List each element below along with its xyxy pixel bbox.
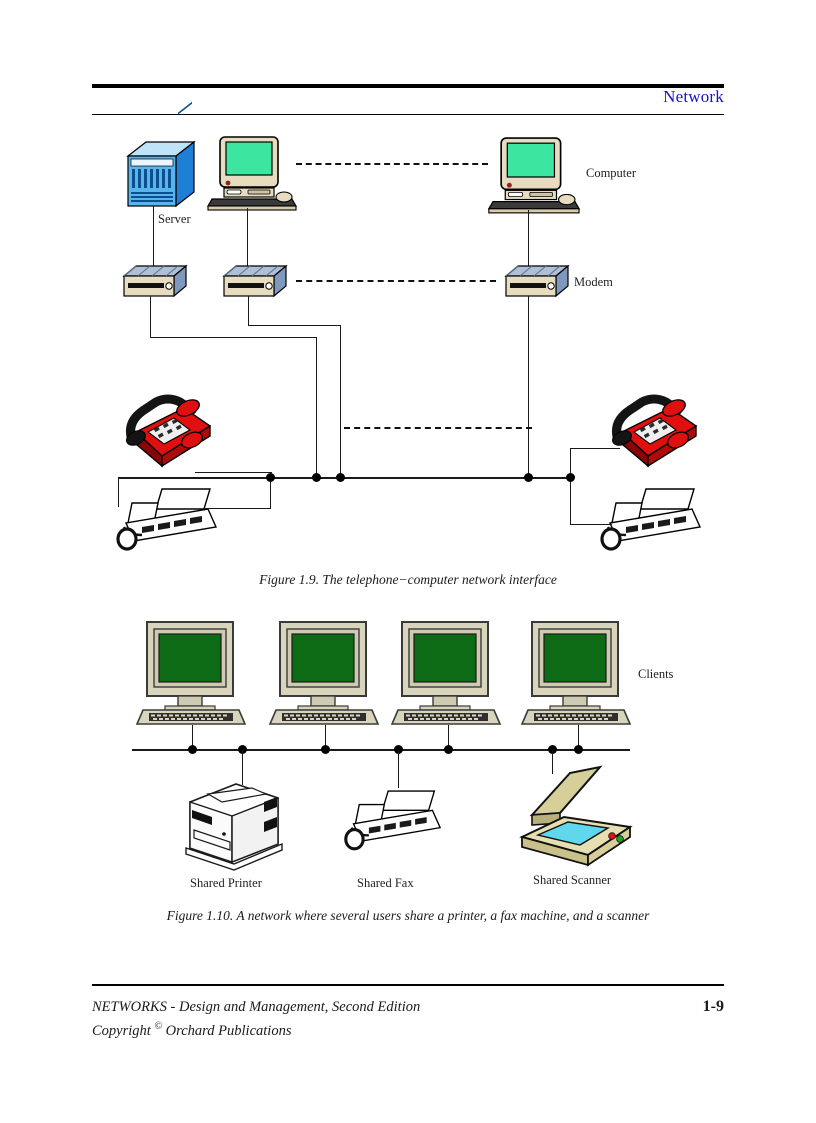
modem-icon bbox=[504, 264, 570, 302]
wire-client-3-to-bus bbox=[448, 725, 450, 750]
footer-text: NETWORKS - Design and Management, Second… bbox=[92, 998, 420, 1041]
wire-phone-right-run bbox=[570, 448, 620, 450]
bus-node bbox=[574, 745, 583, 754]
bus-node bbox=[312, 473, 321, 482]
wire-bus-to-fax bbox=[398, 750, 400, 788]
copyright-symbol: © bbox=[154, 1021, 163, 1032]
wire-modem1-drop bbox=[150, 296, 152, 338]
bus-node bbox=[548, 745, 557, 754]
header-rule-bottom bbox=[92, 114, 724, 116]
wire-fax-right-to-bus bbox=[570, 478, 572, 525]
lan-bus bbox=[132, 749, 630, 752]
bus-node bbox=[394, 745, 403, 754]
label-shared-scanner: Shared Scanner bbox=[533, 873, 612, 887]
wire-modem2-to-bus bbox=[340, 325, 342, 478]
footer-line-1: NETWORKS - Design and Management, Second… bbox=[92, 999, 421, 1015]
dashed-link-modems bbox=[296, 280, 496, 282]
header-rule-top bbox=[92, 84, 724, 88]
client-computer-icon bbox=[268, 620, 384, 728]
bus-node bbox=[238, 745, 247, 754]
bus-node bbox=[336, 473, 345, 482]
bus-node bbox=[524, 473, 533, 482]
label-server: Server bbox=[158, 212, 191, 226]
wire-bus-left-end bbox=[118, 477, 120, 507]
copyright-word: Copyright bbox=[92, 1022, 155, 1039]
client-computer-icon bbox=[390, 620, 506, 728]
red-telephone-icon bbox=[122, 392, 214, 468]
fax-machine-icon bbox=[596, 487, 704, 551]
label-computer: Computer bbox=[586, 166, 636, 180]
desktop-computer-icon bbox=[486, 136, 586, 218]
fax-machine-icon bbox=[112, 487, 220, 551]
dashed-link-computers bbox=[296, 163, 488, 165]
wire-client-4-to-bus bbox=[578, 725, 580, 750]
publisher-name: Orchard Publications bbox=[162, 1022, 292, 1039]
wire-modem1-to-bus bbox=[316, 337, 318, 478]
modem-icon bbox=[122, 264, 188, 302]
wire-bus-to-printer bbox=[242, 750, 244, 785]
server-tower-icon bbox=[120, 101, 196, 210]
bus-node bbox=[188, 745, 197, 754]
footer-rule bbox=[92, 984, 724, 986]
client-computer-icon bbox=[135, 620, 251, 728]
desktop-computer-icon bbox=[206, 135, 302, 215]
wire-phone-right-to-bus bbox=[570, 448, 572, 480]
wire-fax-left-run bbox=[204, 508, 271, 510]
fax-machine-icon bbox=[340, 788, 444, 851]
bus-node bbox=[266, 473, 275, 482]
wire-modem2-drop bbox=[248, 296, 250, 326]
wire-client-1-to-bus bbox=[192, 725, 194, 750]
wire-client-2-to-bus bbox=[325, 725, 327, 750]
wire-fax-right-run bbox=[570, 524, 612, 526]
label-shared-printer: Shared Printer bbox=[190, 876, 262, 890]
flatbed-scanner-icon bbox=[508, 765, 638, 869]
wire-modem2-run bbox=[248, 325, 341, 327]
bus-node bbox=[444, 745, 453, 754]
page-header-title: Network bbox=[663, 87, 724, 106]
wire-phone-left-run bbox=[195, 472, 272, 474]
figure-1-10-caption: Figure 1.10. A network where several use… bbox=[166, 908, 650, 923]
dashed-link-telephones bbox=[344, 427, 532, 429]
label-shared-fax: Shared Fax bbox=[357, 876, 414, 890]
wire-server-to-modem bbox=[153, 206, 155, 268]
laser-printer-icon bbox=[178, 778, 284, 871]
wire-computer-to-modem-left bbox=[247, 208, 249, 268]
red-telephone-icon bbox=[608, 392, 700, 468]
wire-modem3-to-bus bbox=[528, 296, 530, 478]
label-clients: Clients bbox=[638, 667, 674, 681]
bus-node bbox=[566, 473, 575, 482]
wire-modem1-run bbox=[150, 337, 317, 339]
telephone-network-bus bbox=[118, 477, 573, 480]
page-number: 1-9 bbox=[702, 998, 724, 1015]
wire-fax-left-to-bus bbox=[270, 478, 272, 509]
wire-bus-to-scanner bbox=[552, 750, 554, 774]
wire-computer-to-modem-right bbox=[528, 210, 530, 268]
label-modem: Modem bbox=[574, 275, 613, 289]
client-computer-icon bbox=[520, 620, 636, 728]
bus-node bbox=[321, 745, 330, 754]
footer-line-2: Copyright © Orchard Publications bbox=[92, 1017, 420, 1041]
figure-1-9-caption: Figure 1.9. The telephone−computer netwo… bbox=[259, 572, 557, 587]
modem-icon bbox=[222, 264, 288, 302]
